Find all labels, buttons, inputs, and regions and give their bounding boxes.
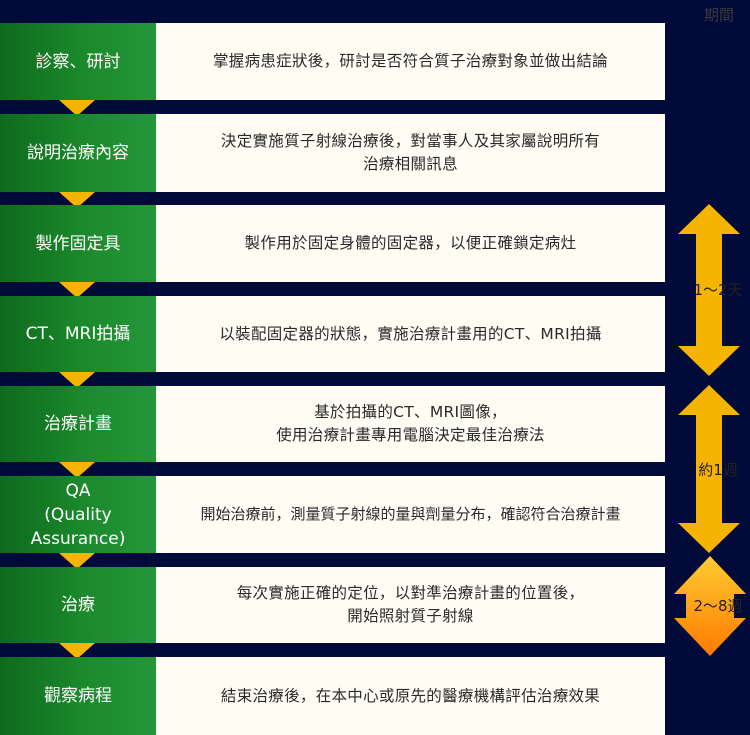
step-label-explanation: 說明治療內容 (0, 114, 156, 192)
duration-label-fixation-imaging: 1～2天 (693, 281, 743, 299)
side-title: 期間 (703, 6, 734, 24)
duration-diamond-arrow-icon (674, 556, 746, 656)
step-label-consultation: 診察、研討 (0, 23, 156, 100)
flow-down-arrow-icon (59, 282, 95, 298)
flow-down-arrow-icon (59, 372, 95, 388)
flow-down-arrow-icon (59, 100, 95, 116)
duration-double-arrow-icon (678, 385, 740, 553)
duration-label-treatment: 2～8週 (693, 597, 743, 615)
duration-label-planning-qa: 約1週 (698, 461, 738, 479)
step-desc-qa: 開始治療前，測量質子射線的量與劑量分布，確認符合治療計畫 (156, 476, 665, 553)
step-desc-planning: 基於拍攝的CT、MRI圖像， 使用治療計畫專用電腦決定最佳治療法 (156, 386, 665, 462)
step-desc-treatment: 每次實施正確的定位，以對準治療計畫的位置後， 開始照射質子射線 (156, 567, 665, 643)
step-label-imaging: CT、MRI拍攝 (0, 296, 156, 372)
step-label-qa: QA (Quality Assurance) (0, 476, 156, 553)
duration-double-arrow-icon (678, 204, 740, 376)
step-desc-fixation: 製作用於固定身體的固定器，以便正確鎖定病灶 (156, 205, 665, 282)
step-label-fixation: 製作固定具 (0, 205, 156, 282)
step-desc-consultation: 掌握病患症狀後，研討是否符合質子治療對象並做出結論 (156, 23, 665, 100)
step-desc-explanation: 決定實施質子射線治療後，對當事人及其家屬說明所有 治療相關訊息 (156, 114, 665, 192)
flow-down-arrow-icon (59, 553, 95, 569)
flow-down-arrow-icon (59, 462, 95, 478)
step-desc-imaging: 以裝配固定器的狀態，實施治療計畫用的CT、MRI拍攝 (156, 296, 665, 372)
flow-down-arrow-icon (59, 643, 95, 659)
step-desc-followup: 結束治療後，在本中心或原先的醫療機構評估治療效果 (156, 657, 665, 735)
flow-down-arrow-icon (59, 192, 95, 208)
step-label-followup: 觀察病程 (0, 657, 156, 735)
step-label-planning: 治療計畫 (0, 386, 156, 462)
step-label-treatment: 治療 (0, 567, 156, 643)
